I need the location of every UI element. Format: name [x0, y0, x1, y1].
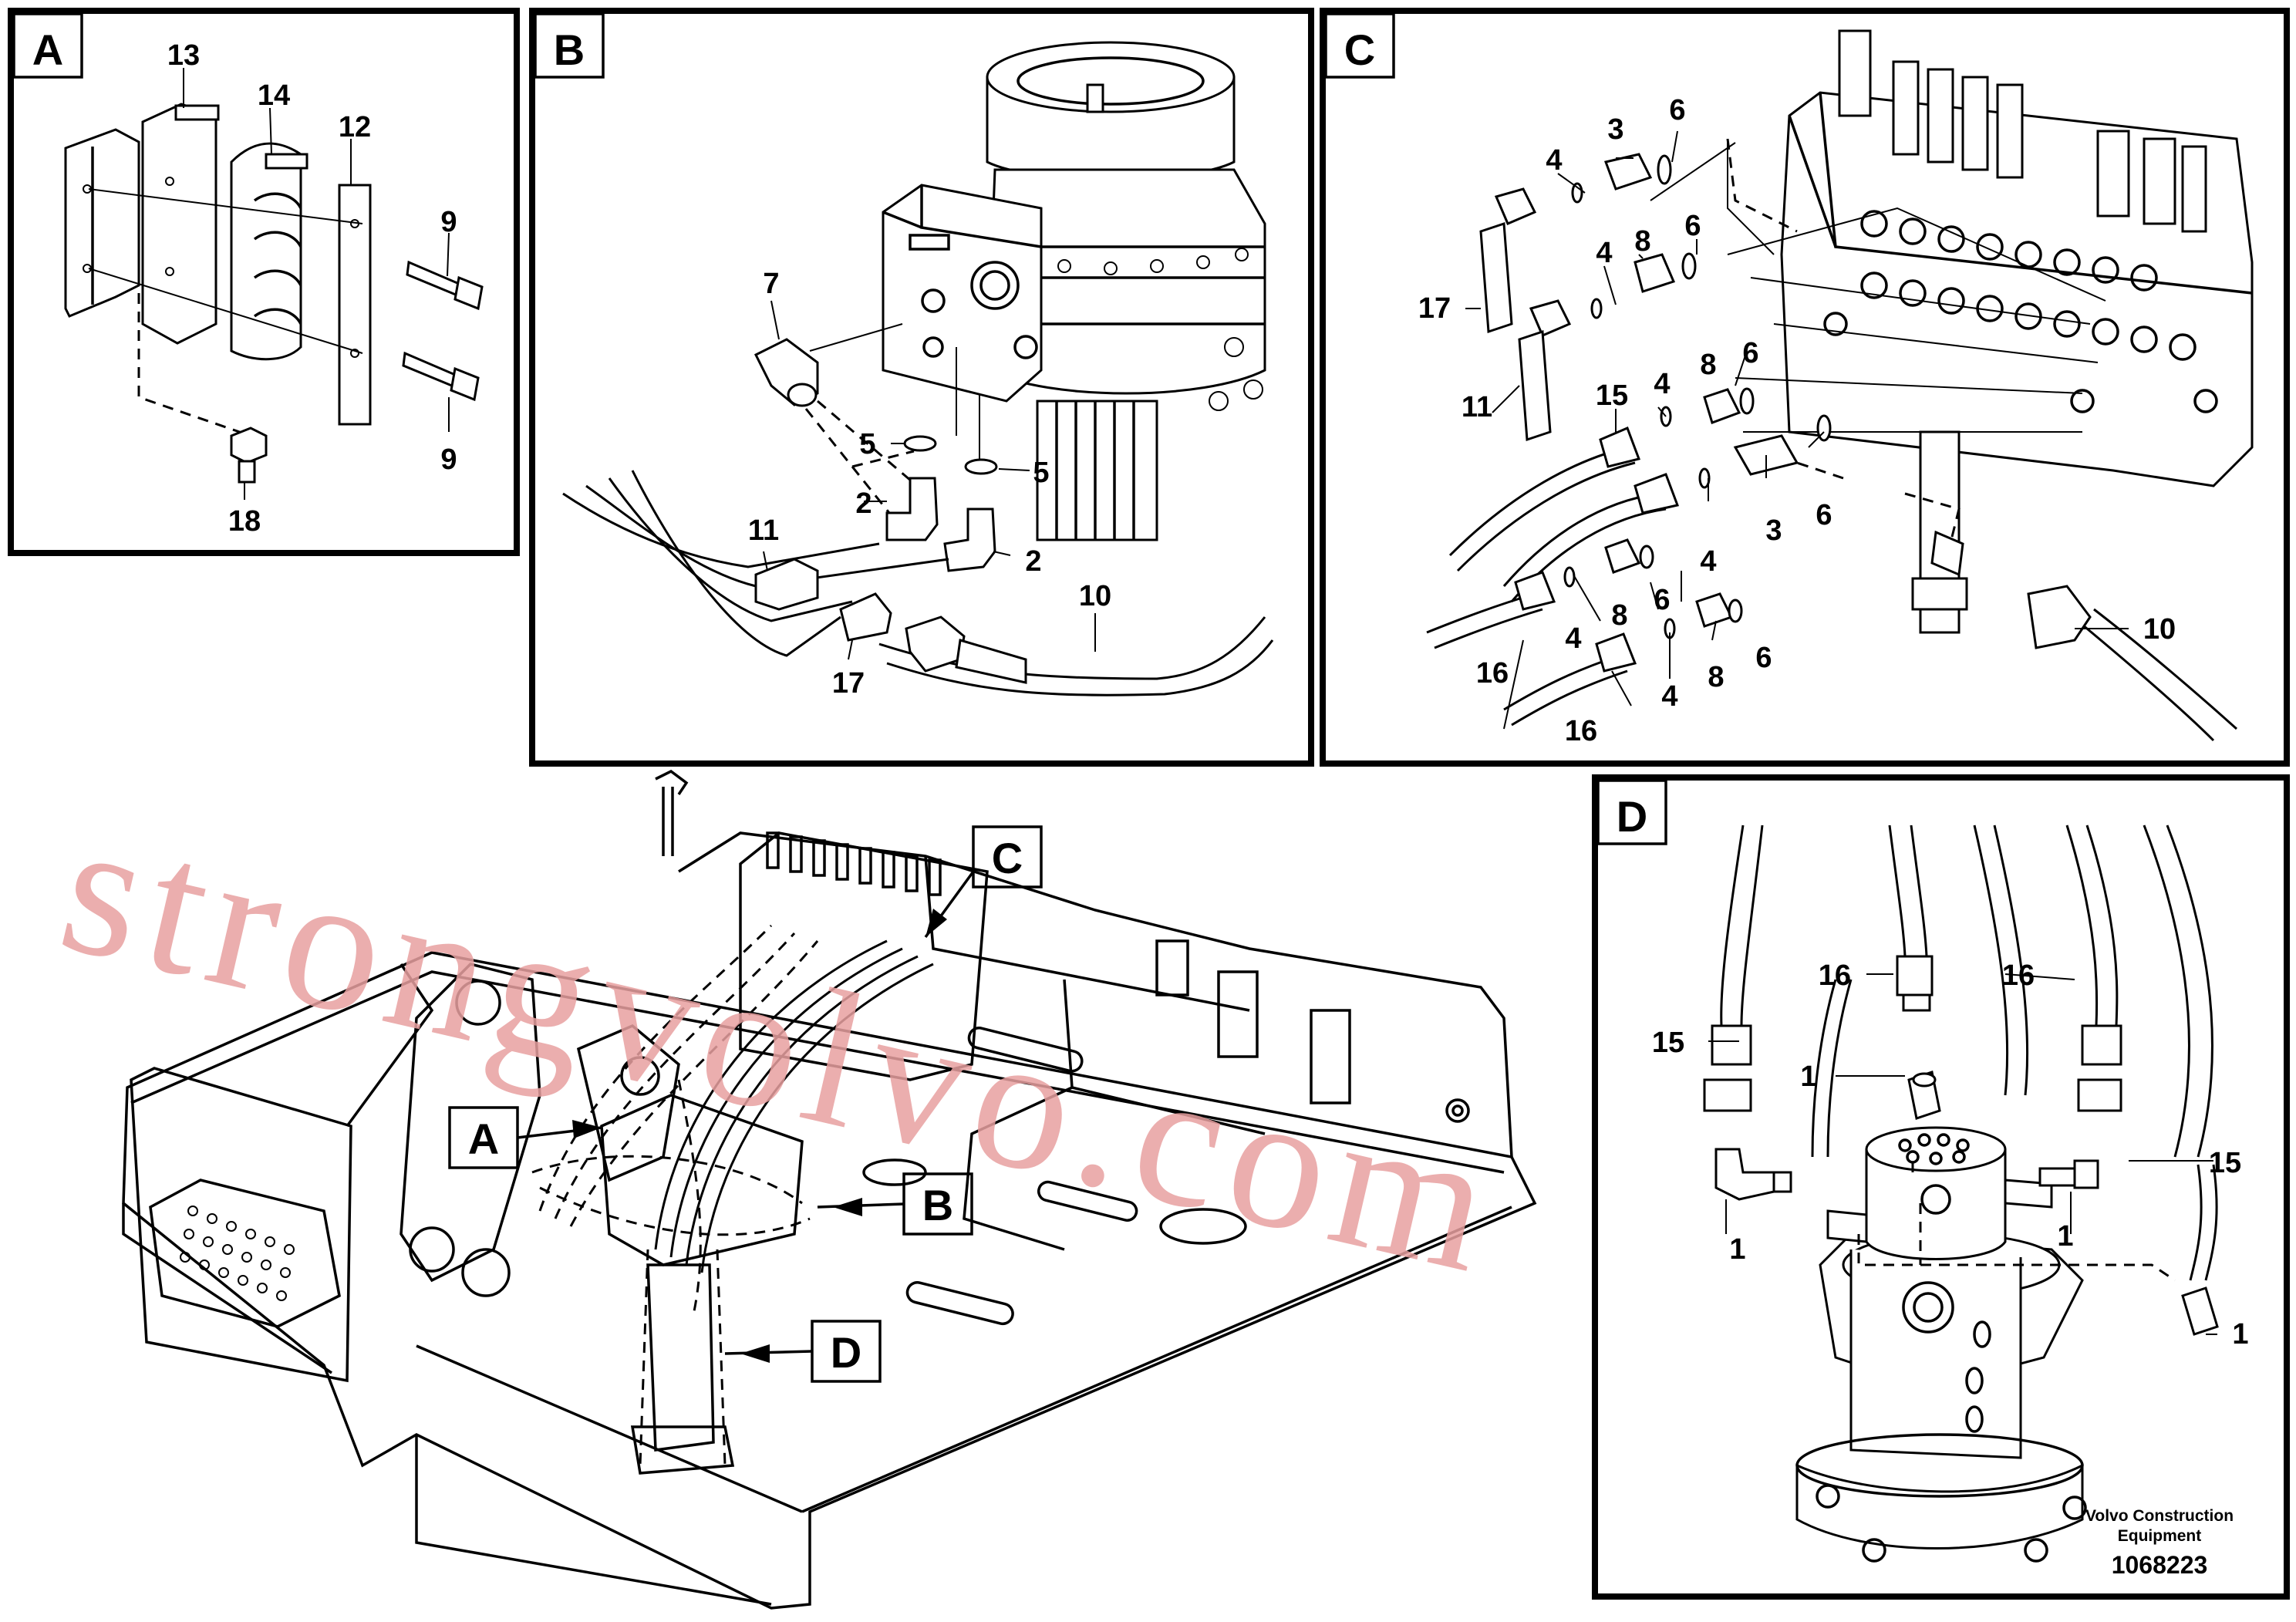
label-18: 18: [228, 505, 261, 538]
svg-text:B: B: [554, 25, 585, 74]
label-3: 3: [1765, 514, 1782, 547]
label-16: 16: [1476, 657, 1509, 690]
label-4: 4: [1546, 144, 1562, 177]
label-6: 6: [1684, 210, 1701, 242]
label-7: 7: [763, 268, 779, 300]
svg-text:D: D: [1617, 792, 1647, 841]
overview-callout-a: A: [448, 1106, 602, 1169]
label-16: 16: [1565, 715, 1597, 747]
overview-callout-b: B: [817, 1172, 973, 1236]
label-9: 9: [440, 443, 457, 476]
label-1: 1: [1800, 1061, 1816, 1093]
label-5: 5: [859, 428, 875, 460]
label-1: 1: [2232, 1318, 2248, 1351]
valve-spools: [1838, 29, 2207, 233]
label-6: 6: [1742, 337, 1758, 369]
label-6: 6: [1654, 584, 1670, 616]
label-13: 13: [167, 39, 200, 72]
label-4: 4: [1654, 368, 1670, 400]
svg-text:A: A: [468, 1114, 499, 1163]
footer-company: Volvo Construction: [2085, 1507, 2234, 1525]
panel-d: D: [1592, 774, 2290, 1600]
valve-ports: [1823, 210, 2218, 413]
panel-b: B: [529, 8, 1314, 767]
panel-a: A 13 14 12 9 9 18: [8, 8, 520, 556]
label-4: 4: [1565, 622, 1581, 655]
label-9: 9: [440, 206, 457, 238]
label-12: 12: [339, 111, 371, 143]
valve-stems-overview: [766, 831, 942, 896]
label-1: 1: [2057, 1220, 2073, 1253]
label-4: 4: [1661, 680, 1677, 713]
label-10: 10: [1079, 580, 1111, 612]
label-6: 6: [1669, 94, 1685, 126]
label-5: 5: [1033, 457, 1049, 489]
svg-text:D: D: [831, 1328, 861, 1377]
panel-c: C: [1320, 8, 2290, 767]
label-2: 2: [855, 487, 872, 520]
fittings-c: [1494, 153, 1832, 639]
label-4: 4: [1700, 545, 1716, 578]
label-8: 8: [1708, 661, 1724, 693]
label-15: 15: [1652, 1027, 1684, 1059]
label-4: 4: [1596, 237, 1612, 269]
label-2: 2: [1025, 545, 1041, 578]
label-17: 17: [832, 667, 865, 700]
label-8: 8: [1634, 225, 1650, 258]
label-16: 16: [2002, 959, 2035, 992]
label-17: 17: [1418, 292, 1451, 325]
svg-text:B: B: [922, 1181, 953, 1229]
label-11: 11: [748, 514, 779, 547]
overview-callout-d: D: [724, 1320, 882, 1383]
label-15: 15: [1596, 379, 1628, 412]
label-6: 6: [1755, 642, 1772, 674]
label-8: 8: [1611, 599, 1627, 632]
label-6: 6: [1816, 499, 1832, 531]
label-1: 1: [1729, 1233, 1745, 1266]
label-3: 3: [1607, 113, 1623, 146]
label-15: 15: [2209, 1147, 2241, 1179]
drawing-number: 1068223: [2112, 1551, 2208, 1579]
footer-company-2: Equipment: [2118, 1527, 2202, 1545]
svg-text:C: C: [1344, 25, 1375, 74]
label-14: 14: [258, 79, 290, 112]
label-16: 16: [1819, 959, 1851, 992]
step-plate-holes: [180, 1206, 295, 1301]
label-10: 10: [2143, 613, 2176, 646]
label-11: 11: [1462, 391, 1492, 423]
label-8: 8: [1700, 349, 1716, 381]
svg-text:A: A: [32, 25, 63, 74]
overview-drawing: [122, 769, 1537, 1610]
watermark: strongvolvo.com: [45, 778, 1519, 1316]
svg-text:C: C: [992, 834, 1023, 882]
overview-callout-c: C: [924, 825, 1043, 939]
